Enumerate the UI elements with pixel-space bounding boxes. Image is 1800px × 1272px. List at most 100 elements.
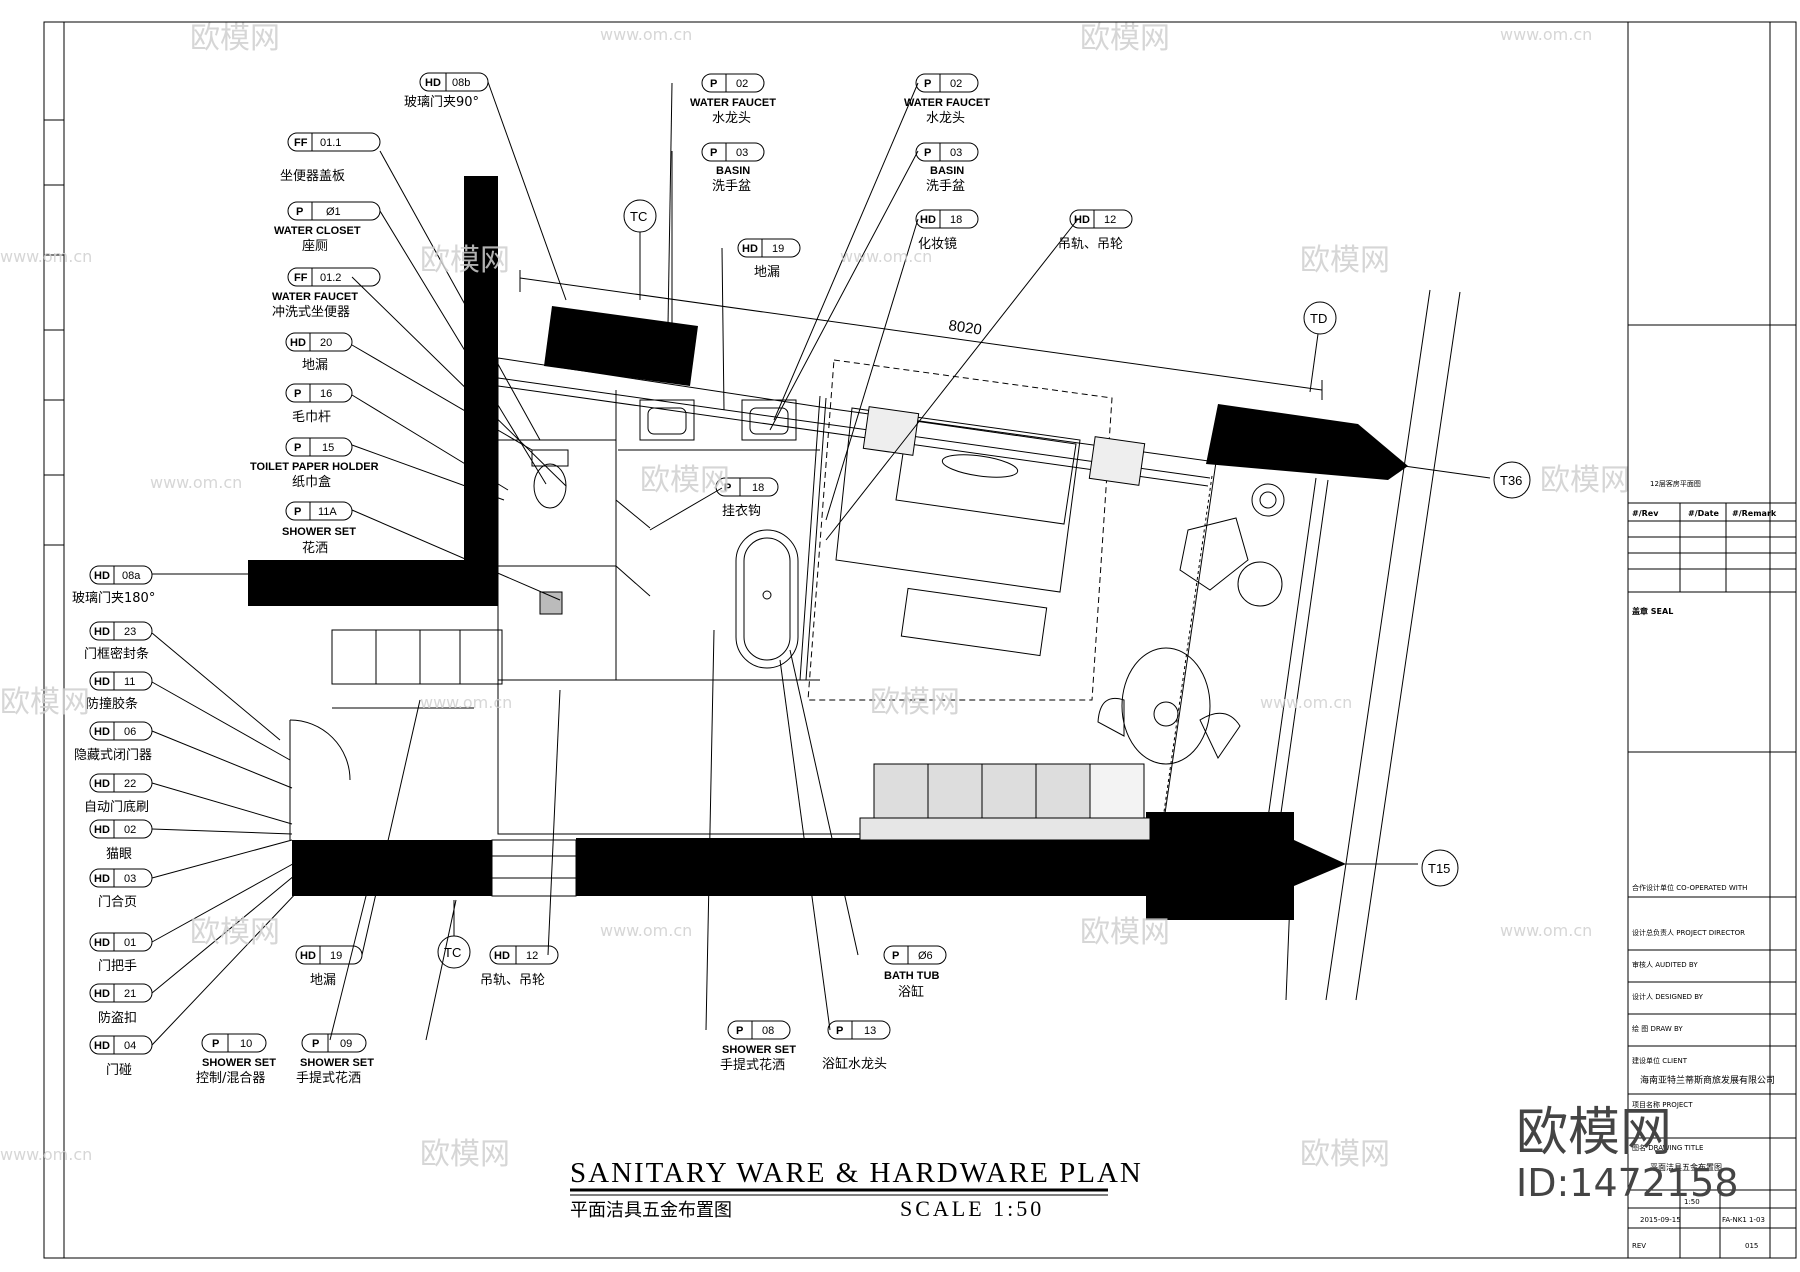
grid-t15-label: T15: [1428, 861, 1450, 876]
wm-brand-10: 欧模网: [1080, 915, 1170, 950]
tag-hd23: HD 23 门框密封条: [84, 621, 153, 662]
id-watermark: 欧模网 ID:1472158: [1516, 1103, 1739, 1205]
tag-code: P: [724, 482, 731, 494]
tag-code: HD: [94, 824, 110, 836]
tag-hd04: HD 04 门碰: [89, 1035, 153, 1078]
wm-brand-1: 欧模网: [190, 21, 280, 56]
tag-num: 21: [124, 988, 136, 1000]
tag-en: WATER FAUCET: [904, 97, 990, 109]
tag-p03a: P 03 BASIN 洗手盆: [701, 142, 765, 194]
page-number: 015: [1745, 1242, 1758, 1250]
wm-brand-7: 欧模网: [0, 685, 90, 720]
tag-code: FF: [294, 272, 308, 284]
tag-en: SHOWER SET: [282, 526, 356, 538]
wm-brand-5: 欧模网: [640, 463, 730, 498]
tag-cn: 防盗扣: [98, 1010, 137, 1026]
tag-code: HD: [94, 937, 110, 949]
title-block: 12层客房平面图 #/Rev #/Date #/Remark 盖章 SEAL 合…: [1628, 324, 1796, 1258]
grid-t15: T15: [1346, 849, 1459, 887]
tag-code: HD: [94, 988, 110, 1000]
tag-num: 08a: [122, 570, 141, 582]
tag-en: SHOWER SET: [202, 1057, 276, 1069]
tag-num: Ø6: [918, 950, 933, 962]
tag-code: P: [924, 78, 931, 90]
tag-num: 03: [124, 873, 136, 885]
title-scale: SCALE 1:50: [900, 1196, 1044, 1221]
tag-p18: P 18 挂衣钩: [715, 477, 779, 519]
tag-code: P: [892, 950, 899, 962]
tag-hd21: HD 21 防盗扣: [89, 983, 153, 1026]
tag-p06: P Ø6 BATH TUB 浴缸: [883, 945, 947, 1000]
leader-lines: [151, 81, 1079, 1046]
tag-code: P: [294, 442, 301, 454]
drawing-title-name: 平面洁具五金布置图: [1650, 1162, 1722, 1172]
client-label: 建设单位 CLIENT: [1632, 1056, 1688, 1065]
floor-plan: [248, 176, 1461, 1001]
tag-num: 23: [124, 626, 136, 638]
tag-num: 12: [1104, 214, 1116, 226]
tag-num: 01.1: [320, 137, 341, 149]
grid-td-label: TD: [1310, 311, 1327, 326]
tag-cn: 化妆镜: [918, 237, 957, 252]
tag-en: SHOWER SET: [722, 1044, 796, 1056]
tag-hd08b: HD 08b 玻璃门夹90°: [404, 72, 489, 110]
tag-code: HD: [920, 214, 936, 226]
tag-hd12b: HD 12 吊轨、吊轮: [480, 945, 559, 988]
tag-cn: 水龙头: [712, 111, 751, 126]
tag-hd02: HD 02 猫眼: [89, 819, 153, 862]
tag-cn: 隐藏式闭门器: [74, 748, 152, 763]
client-name: 海南亚特兰蒂斯商旅发展有限公司: [1640, 1074, 1775, 1086]
tag-cn: 花洒: [302, 540, 328, 556]
wm-brand-3: 欧模网: [420, 243, 510, 278]
tag-en: SHOWER SET: [300, 1057, 374, 1069]
tag-cn: 地漏: [310, 972, 336, 988]
tag-cn: 门把手: [98, 959, 137, 974]
tag-cn: 门框密封条: [84, 646, 149, 662]
tag-num: 11: [124, 676, 135, 688]
tag-num: 13: [864, 1025, 876, 1037]
project-label: 项目名称 PROJECT: [1632, 1100, 1693, 1109]
tag-hd12a: HD 12 吊轨、吊轮: [1058, 209, 1133, 252]
tag-code: HD: [300, 950, 316, 962]
tag-cn: 纸巾盒: [292, 474, 331, 490]
tag-cn: 吊轨、吊轮: [480, 973, 545, 988]
tag-code: P: [296, 206, 303, 218]
id-watermark-number: ID:1472158: [1516, 1161, 1739, 1205]
sheet-border: [43, 21, 1797, 1259]
tag-num: 03: [950, 147, 962, 159]
id-watermark-brand: 欧模网: [1516, 1103, 1672, 1163]
tag-num: 03: [736, 147, 748, 159]
tag-p10: P 10 SHOWER SET 控制/混合器: [196, 1033, 276, 1086]
tag-ff011: FF 01.1 坐便器盖板: [280, 132, 381, 184]
wm-url-10: www.om.cn: [1500, 921, 1592, 940]
wm-brand-6: 欧模网: [1540, 463, 1630, 498]
tag-num: 19: [330, 950, 342, 962]
tag-code: HD: [1074, 214, 1090, 226]
tag-cn: 玻璃门夹90°: [404, 95, 479, 110]
date-value: 2015-09-15: [1640, 1216, 1681, 1224]
tag-code: HD: [742, 243, 758, 255]
wm-url-9: www.om.cn: [600, 921, 692, 940]
tag-cn: 水龙头: [926, 111, 965, 126]
tag-num: Ø1: [326, 206, 341, 218]
tag-num: 19: [772, 243, 784, 255]
tag-num: 12: [526, 950, 538, 962]
tag-hd19a: HD 19 地漏: [737, 238, 801, 280]
watermarks: 欧模网 www.om.cn 欧模网 www.om.cn 欧模网 www.om.c…: [0, 21, 1630, 1172]
wm-url-8: www.om.cn: [1260, 693, 1352, 712]
tag-num: 09: [340, 1038, 352, 1050]
grid-tc-bottom: TC: [437, 900, 471, 969]
tag-num: 04: [124, 1040, 136, 1052]
tag-cn: 玻璃门夹180°: [72, 591, 155, 606]
tag-cn: 防撞胶条: [86, 696, 138, 712]
tag-cn: 座厕: [302, 239, 328, 254]
tag-cn: 手提式花洒: [296, 1070, 361, 1086]
tag-num: 15: [322, 442, 334, 454]
tag-en: WATER FAUCET: [690, 97, 776, 109]
tag-num: 02: [736, 78, 748, 90]
tag-code: P: [710, 147, 717, 159]
wm-url-5: www.om.cn: [150, 473, 242, 492]
wm-url-3: www.om.cn: [840, 247, 932, 266]
project-director-label: 设计总负责人 PROJECT DIRECTOR: [1632, 928, 1745, 937]
tag-num: 02: [950, 78, 962, 90]
